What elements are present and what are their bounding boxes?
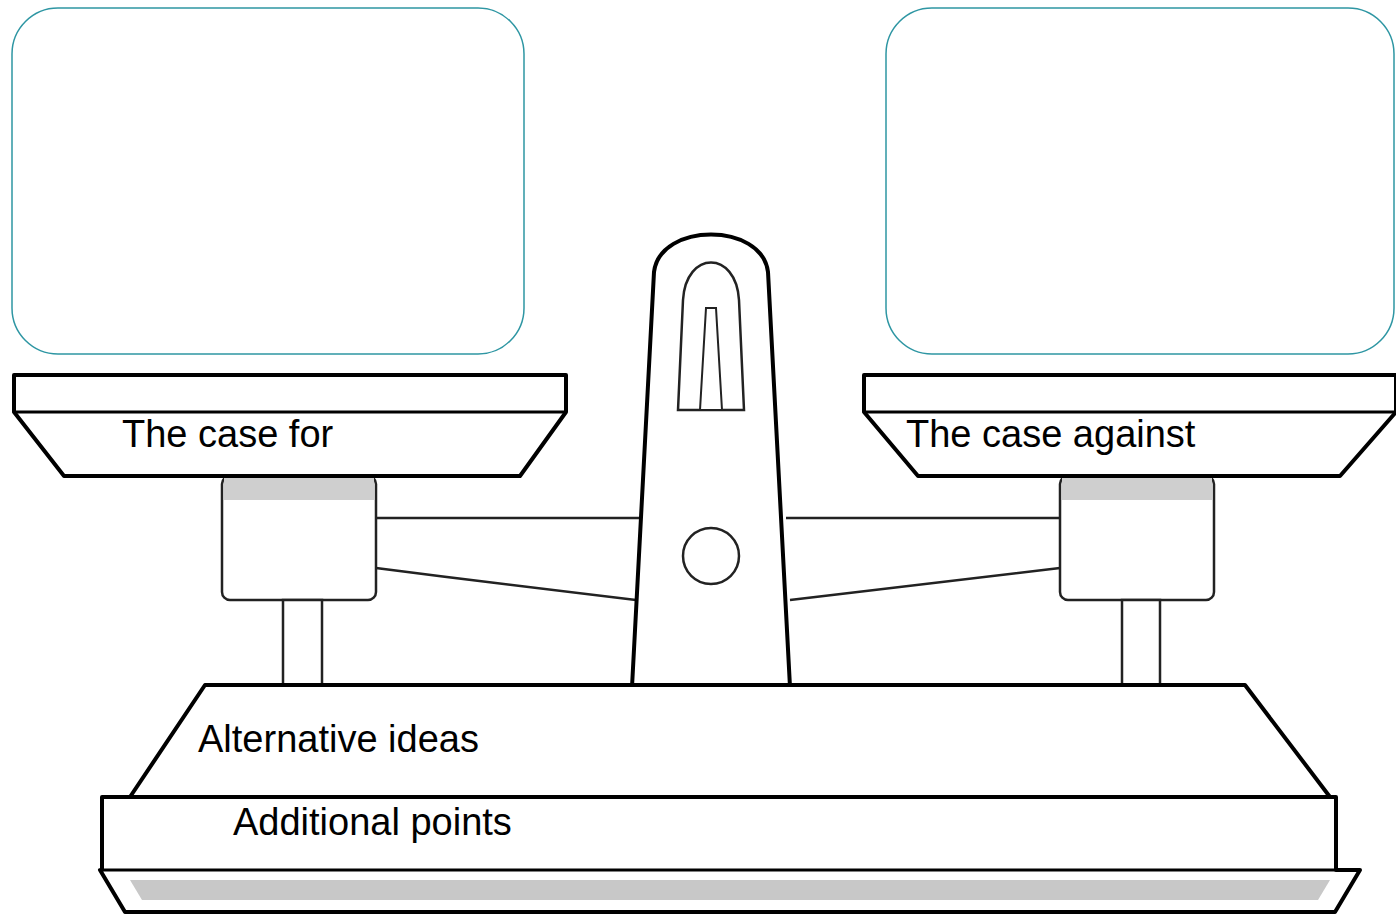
pointer [700,308,722,410]
pillar-window [678,263,744,411]
base-top-shape [130,685,1330,797]
scale-label: Alternative ideas [198,719,479,759]
scale-label: The case against [906,414,1195,454]
right-pan-shape [864,375,1396,476]
support-stem [1122,600,1160,687]
left-pan: The case for [12,372,568,478]
base-band-edge-line [100,869,1360,872]
empty-note-box [886,8,1394,354]
support-shadow [1062,478,1212,500]
pivot [683,528,739,584]
central-pillar [632,235,790,688]
support-shadow [224,478,374,500]
left-pan-shape [14,375,566,476]
pan-support [222,476,376,600]
right-pan: The case against [862,372,1396,478]
base-band-shape [100,797,1360,912]
pan-support [1060,476,1214,600]
empty-note-box [12,8,524,354]
scale-label: Additional points [233,802,512,842]
base-band: Additional points [96,795,1366,917]
base-top: Alternative ideas [100,683,1360,799]
support-stem [283,600,322,687]
base-shadow [130,880,1330,900]
scale-label: The case for [122,414,333,454]
